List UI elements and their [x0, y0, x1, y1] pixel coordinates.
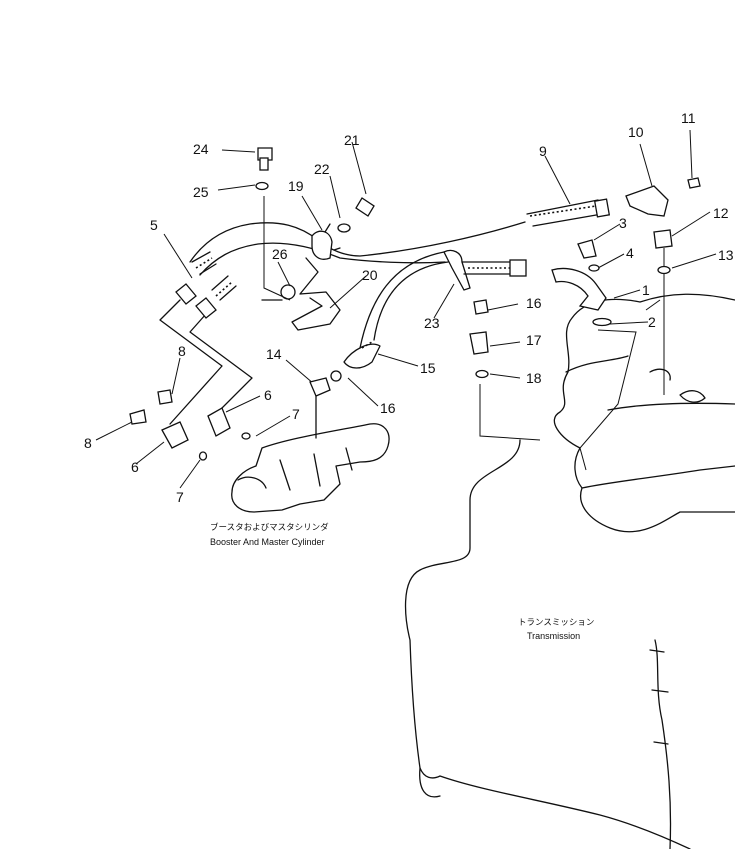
transmission-caption-en: Transmission	[527, 631, 580, 641]
callout-17: 17	[526, 332, 542, 348]
callout-15: 15	[420, 360, 436, 376]
callout-7-lower: 7	[176, 489, 184, 505]
bracket-assembly	[261, 223, 341, 331]
booster-caption-jp: ブースタおよびマスタシリンダ	[210, 522, 329, 533]
callout-22: 22	[314, 161, 330, 177]
callout-4: 4	[626, 245, 634, 261]
callout-9: 9	[539, 143, 547, 159]
left-brake-lines	[159, 251, 253, 425]
callout-19: 19	[288, 178, 304, 194]
callout-23: 23	[424, 315, 440, 331]
callout-2: 2	[648, 314, 656, 330]
callout-6-right: 6	[264, 387, 272, 403]
main-brake-line	[189, 198, 611, 276]
center-hose	[330, 249, 527, 382]
callout-5: 5	[150, 217, 158, 233]
callout-26: 26	[272, 246, 288, 262]
callout-14: 14	[266, 346, 282, 362]
booster-master-cylinder	[231, 395, 390, 513]
captions: ブースタおよびマスタシリンダ Booster And Master Cylind…	[210, 522, 594, 641]
callout-25: 25	[193, 184, 209, 200]
callout-6-left: 6	[131, 459, 139, 475]
callout-24: 24	[193, 141, 209, 157]
callout-7-upper: 7	[292, 406, 300, 422]
callout-16-lower: 16	[380, 400, 396, 416]
callout-13: 13	[718, 247, 734, 263]
callout-8-upper: 8	[178, 343, 186, 359]
callout-3: 3	[619, 215, 627, 231]
callout-18: 18	[526, 370, 542, 386]
transmission-caption-jp: トランスミッション	[518, 618, 594, 628]
callout-20: 20	[362, 267, 378, 283]
transmission-housing	[404, 293, 735, 849]
callout-10: 10	[628, 124, 644, 140]
callout-labels: 24 25 21 22 19 9 10 11 12 13 3 4 1 2 5 2…	[84, 110, 734, 505]
small-fittings	[129, 147, 701, 461]
leader-lines	[95, 129, 717, 489]
callout-16-upper: 16	[526, 295, 542, 311]
booster-caption-en: Booster And Master Cylinder	[210, 537, 325, 547]
callout-12: 12	[713, 205, 729, 221]
callout-1: 1	[642, 282, 650, 298]
callout-11: 11	[681, 110, 696, 126]
callout-8-left: 8	[84, 435, 92, 451]
callout-21: 21	[344, 132, 360, 148]
